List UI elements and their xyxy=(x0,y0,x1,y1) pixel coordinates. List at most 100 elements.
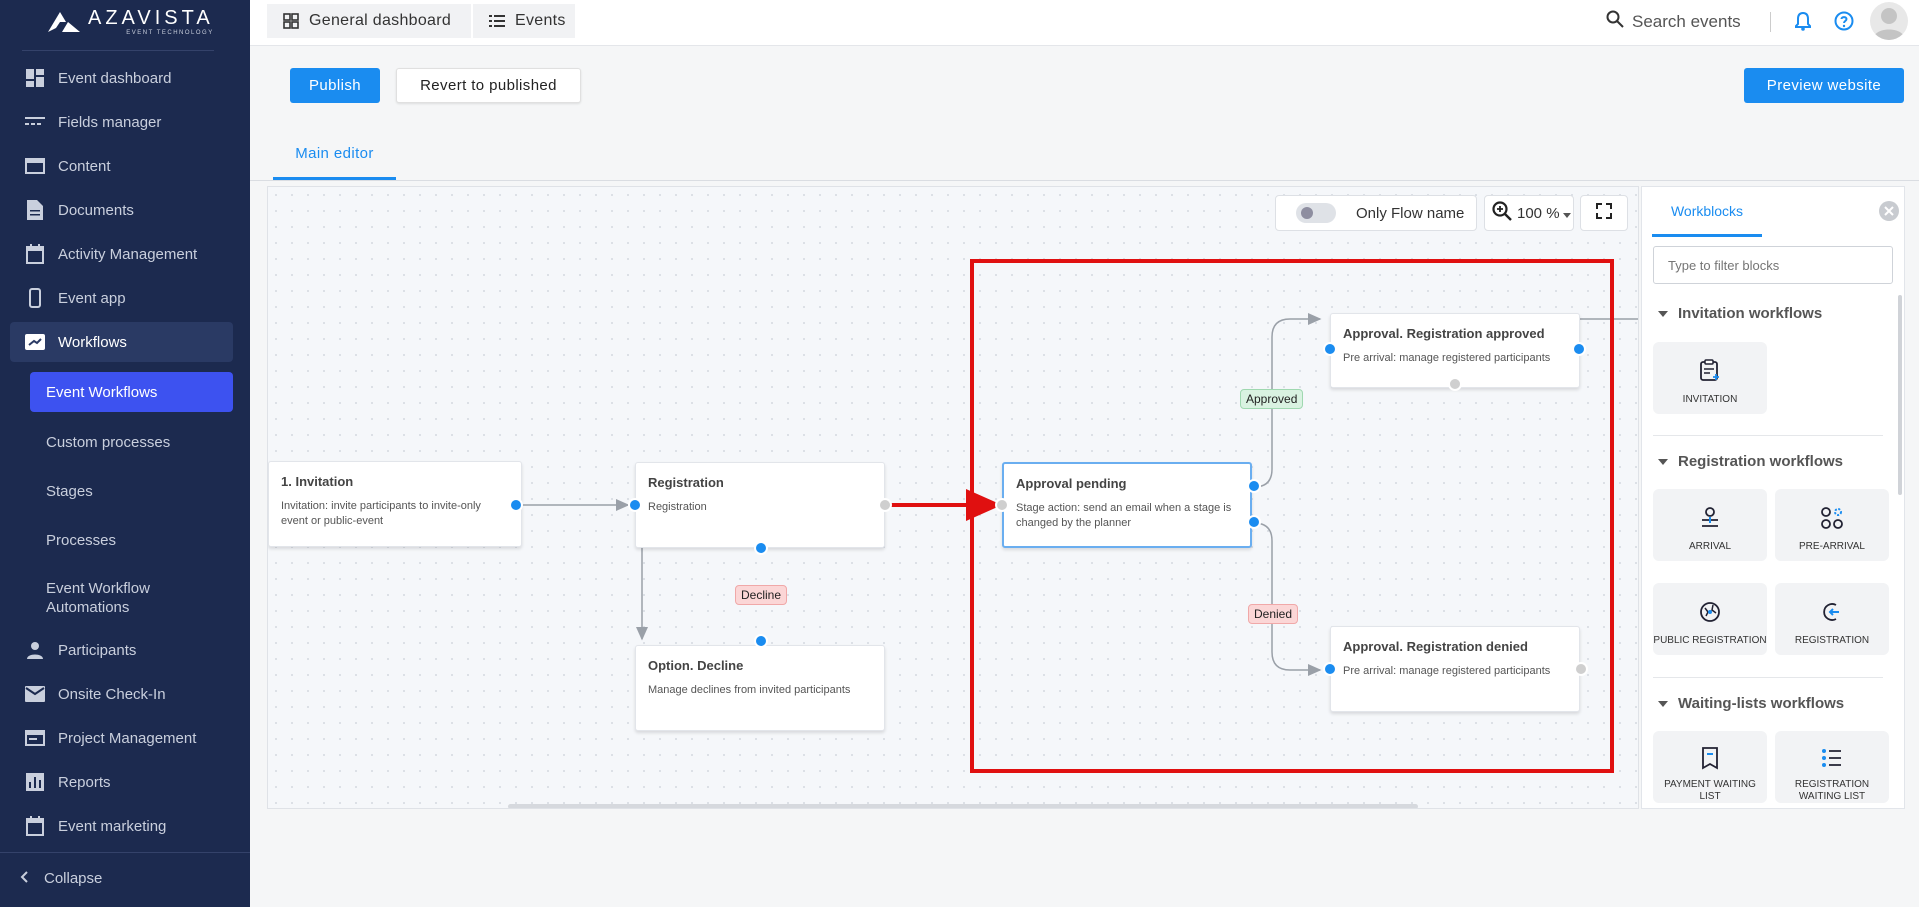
subitem-label: Processes xyxy=(46,531,117,549)
sidebar-subitem-processes[interactable]: Processes xyxy=(30,520,233,560)
horizontal-scrollbar[interactable] xyxy=(508,804,1418,808)
port-out[interactable] xyxy=(878,498,892,512)
search-events[interactable]: Search events xyxy=(1606,10,1741,33)
bell-icon[interactable] xyxy=(1794,11,1812,36)
toggle-switch[interactable] xyxy=(1296,203,1336,223)
workflow-node-registration[interactable]: Registration Registration xyxy=(635,462,885,548)
port-out[interactable] xyxy=(754,541,768,555)
sidebar-item-label: Event app xyxy=(58,289,126,307)
sidebar-item-project-management[interactable]: Project Management xyxy=(10,718,233,758)
section-invitation-workflows[interactable]: Invitation workflows xyxy=(1658,305,1822,322)
brand-logo[interactable]: AZAVISTA EVENT TECHNOLOGY xyxy=(46,8,214,36)
only-flow-name-toggle[interactable]: Only Flow name xyxy=(1275,195,1477,231)
sidebar-item-event-marketing[interactable]: Event marketing xyxy=(10,806,233,846)
sidebar-item-label: Onsite Check-In xyxy=(58,685,166,703)
node-description: Pre arrival: manage registered participa… xyxy=(1343,352,1551,364)
port-in[interactable] xyxy=(628,498,642,512)
workblock-invitation[interactable]: INVITATION xyxy=(1653,342,1767,414)
vertical-scrollbar[interactable] xyxy=(1898,295,1902,495)
block-label: INVITATION xyxy=(1682,394,1738,405)
tab-main-editor[interactable]: Main editor xyxy=(273,130,396,180)
edge-approval-denied xyxy=(1253,522,1322,676)
port-out[interactable] xyxy=(509,498,523,512)
workflow-edges xyxy=(522,313,1638,676)
revert-button[interactable]: Revert to published xyxy=(396,68,581,103)
workflow-node-option-decline[interactable]: Option. Decline Manage declines from inv… xyxy=(635,645,885,731)
workblock-registration-waiting-list[interactable]: REGISTRATION WAITING LIST xyxy=(1775,731,1889,803)
workflow-node-registration-approved[interactable]: Approval. Registration approved Pre arri… xyxy=(1330,313,1580,388)
brand-name: AZAVISTA xyxy=(88,7,214,29)
sidebar-subitem-custom-processes[interactable]: Custom processes xyxy=(30,422,233,462)
port-out[interactable] xyxy=(1448,377,1462,391)
highlight-box xyxy=(970,259,1614,773)
port-out[interactable] xyxy=(1572,342,1586,356)
tab-workblocks[interactable]: Workblocks xyxy=(1652,187,1762,237)
workflow-canvas[interactable]: Only Flow name 100 % 1. Invitation Invit… xyxy=(267,186,1639,809)
port-in[interactable] xyxy=(1323,342,1337,356)
crumb-events[interactable]: Events xyxy=(473,4,575,38)
divider xyxy=(250,180,1919,181)
workblock-arrival[interactable]: ARRIVAL xyxy=(1653,489,1767,561)
avatar[interactable] xyxy=(1870,2,1908,40)
workblock-payment-waiting-list[interactable]: PAYMENT WAITING LIST xyxy=(1653,731,1767,803)
sidebar-item-reports[interactable]: Reports xyxy=(10,762,233,802)
sidebar-item-workflows[interactable]: Workflows xyxy=(10,322,233,362)
invitation-icon xyxy=(1699,356,1721,386)
publish-button[interactable]: Publish xyxy=(290,68,380,103)
sidebar-subitem-stages[interactable]: Stages xyxy=(30,471,233,511)
sidebar-item-documents[interactable]: Documents xyxy=(10,190,233,230)
workflow-node-approval-pending[interactable]: Approval pending Stage action: send an e… xyxy=(1002,462,1252,548)
sidebar-item-fields-manager[interactable]: Fields manager xyxy=(10,102,233,142)
document-icon xyxy=(24,199,46,221)
workblock-pre-arrival[interactable]: PRE-ARRIVAL xyxy=(1775,489,1889,561)
mail-icon xyxy=(24,683,46,705)
content-icon xyxy=(24,155,46,177)
sidebar-item-event-dashboard[interactable]: Event dashboard xyxy=(10,58,233,98)
divider xyxy=(1770,12,1771,32)
workblock-public-registration[interactable]: PUBLIC REGISTRATION xyxy=(1653,583,1767,655)
block-label: REGISTRATION WAITING LIST xyxy=(1794,779,1870,802)
toggle-label: Only Flow name xyxy=(1356,204,1465,222)
close-icon[interactable] xyxy=(1879,201,1899,221)
port-out[interactable] xyxy=(1574,662,1588,676)
filter-blocks-input[interactable] xyxy=(1653,246,1893,284)
sidebar-subitem-event-workflows[interactable]: Event Workflows xyxy=(30,372,233,412)
section-registration-workflows[interactable]: Registration workflows xyxy=(1658,453,1843,470)
node-description: Pre arrival: manage registered participa… xyxy=(1343,665,1551,677)
subitem-label: Custom processes xyxy=(46,433,171,451)
payment-list-icon xyxy=(1701,745,1719,771)
port-out[interactable] xyxy=(1247,479,1261,493)
zoom-select[interactable]: 100 % xyxy=(1484,195,1574,231)
section-waiting-lists-workflows[interactable]: Waiting-lists workflows xyxy=(1658,695,1844,712)
port-out[interactable] xyxy=(1247,515,1261,529)
help-icon[interactable] xyxy=(1834,11,1854,36)
collapse-button[interactable]: Collapse xyxy=(20,870,102,887)
port-in[interactable] xyxy=(995,498,1009,512)
sidebar-item-participants[interactable]: Participants xyxy=(10,630,233,670)
workflow-node-invitation[interactable]: 1. Invitation Invitation: invite partici… xyxy=(268,461,522,547)
zoom-value: 100 % xyxy=(1517,204,1560,222)
list-icon xyxy=(489,15,505,27)
fullscreen-icon xyxy=(1596,203,1612,223)
crumb-general-dashboard[interactable]: General dashboard xyxy=(267,4,471,38)
fullscreen-button[interactable] xyxy=(1580,195,1628,231)
crumb-label: General dashboard xyxy=(309,12,452,29)
block-label: REGISTRATION xyxy=(1794,635,1870,646)
port-in[interactable] xyxy=(754,634,768,648)
preview-website-button[interactable]: Preview website xyxy=(1744,68,1904,103)
sidebar-item-activity-management[interactable]: Activity Management xyxy=(10,234,233,274)
sidebar-item-label: Reports xyxy=(58,773,111,791)
sidebar-item-onsite-check-in[interactable]: Onsite Check-In xyxy=(10,674,233,714)
sidebar-item-label: Fields manager xyxy=(58,113,162,131)
workblock-registration[interactable]: REGISTRATION xyxy=(1775,583,1889,655)
board-icon xyxy=(24,727,46,749)
zoom-icon xyxy=(1491,200,1513,226)
block-label: PAYMENT WAITING LIST xyxy=(1664,779,1756,802)
port-in[interactable] xyxy=(1323,662,1337,676)
node-title: Approval. Registration denied xyxy=(1343,639,1528,654)
sidebar-item-event-app[interactable]: Event app xyxy=(10,278,233,318)
workflow-node-registration-denied[interactable]: Approval. Registration denied Pre arriva… xyxy=(1330,626,1580,712)
sidebar-item-content[interactable]: Content xyxy=(10,146,233,186)
search-label: Search events xyxy=(1632,11,1741,31)
sidebar-subitem-event-workflow-automations[interactable]: Event Workflow Automations xyxy=(30,576,180,620)
